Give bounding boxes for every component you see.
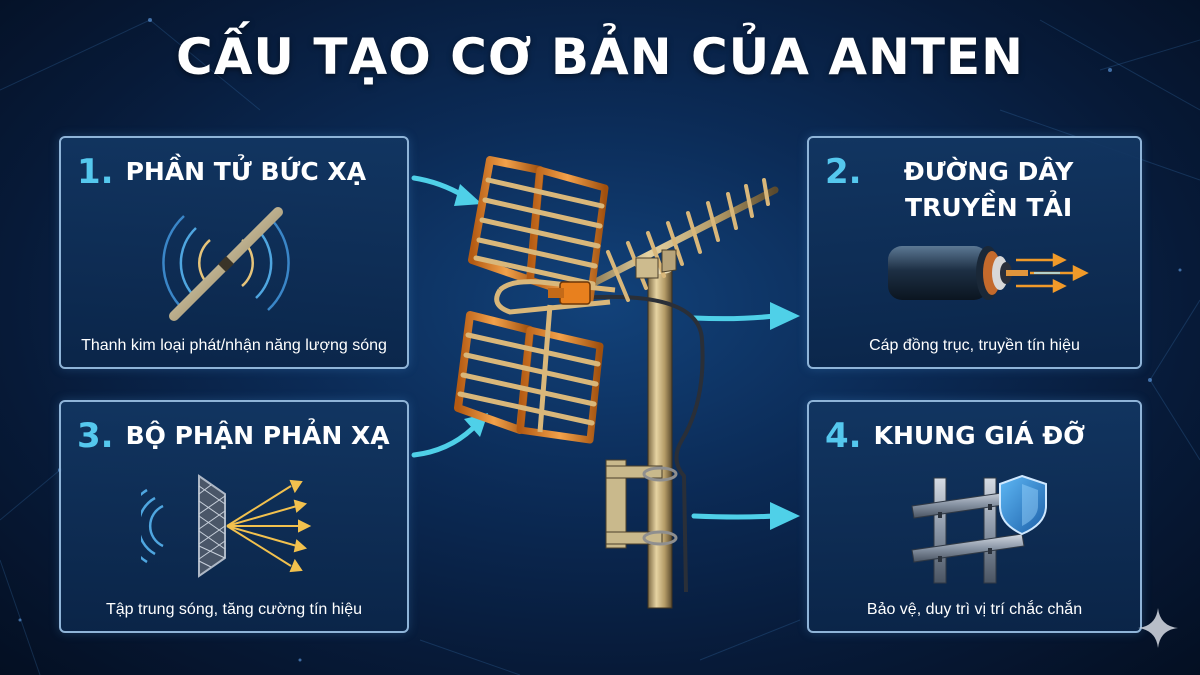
card-title: KHUNG GIÁ ĐỠ [874, 416, 1085, 454]
antenna-illustration [454, 156, 779, 609]
card-support-frame: 4. KHUNG GIÁ ĐỠ [807, 400, 1142, 633]
card-title: ĐƯỜNG DÂY TRUYỀN TẢI [874, 152, 1104, 226]
card-reflector: 3. BỘ PHẬN PHẢN XẠ [59, 400, 409, 633]
arrow-antenna-to-card2 [691, 302, 800, 330]
card-title: PHẦN TỬ BỨC XẠ [126, 152, 366, 190]
card-title-line: BỘ PHẬN PHẢN XẠ [125, 421, 390, 450]
frame-shield-icon [911, 474, 1047, 584]
card-description: Thanh kim loại phát/nhận năng lượng sóng [81, 337, 387, 354]
card-description: Cáp đồng trục, truyền tín hiệu [869, 337, 1080, 354]
card-title-line: PHẦN TỬ BỨC XẠ [125, 157, 367, 186]
card-title-line: KHUNG GIÁ ĐỠ [873, 421, 1085, 450]
card-description: Bảo vệ, duy trì vị trí chắc chắn [866, 601, 1083, 618]
reflector-mesh-icon [141, 474, 312, 578]
coaxial-cable-icon [888, 246, 1089, 300]
card-header: 1. PHẦN TỬ BỨC XẠ [77, 152, 397, 192]
infographic-title: CẤU TẠO CƠ BẢN CỦA ANTEN [176, 28, 1024, 86]
card-number: 4. [825, 416, 862, 456]
card-description: Tập trung sóng, tăng cường tín hiệu [105, 601, 363, 618]
card-header: 2. ĐƯỜNG DÂY TRUYỀN TẢI [825, 152, 1130, 226]
sparkle-icon [1138, 608, 1178, 648]
card-title-line: TRUYỀN TẢI [905, 193, 1073, 222]
card-transmission-line: 2. ĐƯỜNG DÂY TRUYỀN TẢI [807, 136, 1142, 369]
card-radiating-element: 1. PHẦN TỬ BỨC XẠ [59, 136, 409, 369]
card-title: BỘ PHẬN PHẢN XẠ [126, 416, 390, 454]
arrow-antenna-to-card4 [691, 502, 800, 530]
card-number: 2. [825, 152, 862, 192]
card-title-line: ĐƯỜNG DÂY [903, 157, 1074, 186]
arrow-card1-to-antenna [411, 175, 482, 206]
card-number: 1. [77, 152, 114, 192]
card-number: 3. [77, 416, 114, 456]
card-header: 3. BỘ PHẬN PHẢN XẠ [77, 416, 397, 456]
radiating-rod-icon [162, 207, 290, 321]
card-header: 4. KHUNG GIÁ ĐỠ [825, 416, 1130, 456]
